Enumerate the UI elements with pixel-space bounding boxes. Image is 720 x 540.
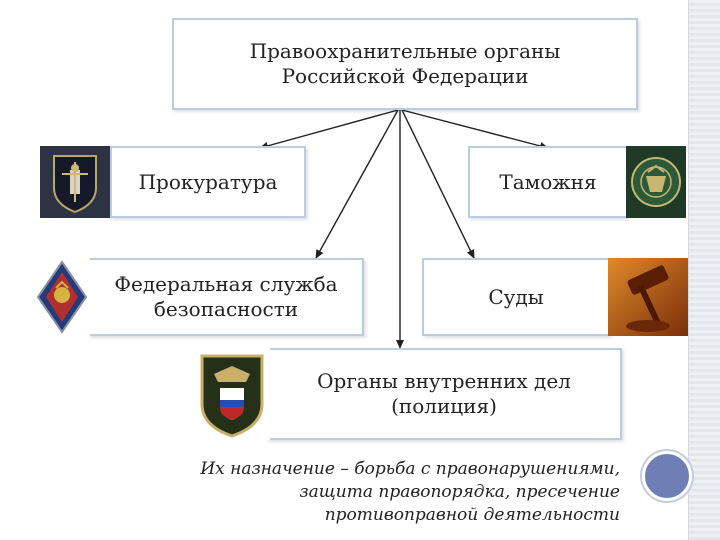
- node-prosecutor: Прокуратура: [110, 146, 306, 218]
- gavel-icon: [608, 258, 688, 336]
- arrow-to-customs: [401, 109, 549, 150]
- arrow-to-fsb: [315, 109, 399, 259]
- node-customs-label: Таможня: [499, 169, 597, 194]
- node-fsb: Федеральная служба безопасности: [88, 258, 364, 336]
- police-emblem-icon: [194, 348, 270, 440]
- arrow-to-courts: [401, 109, 475, 259]
- decor-circle: [642, 451, 692, 501]
- node-courts: Суды: [422, 258, 610, 336]
- slide-decor-band: [688, 0, 720, 540]
- node-courts-label: Суды: [488, 284, 544, 309]
- root-node-label: Правоохранительные органы Российской Фед…: [249, 39, 561, 88]
- node-prosecutor-label: Прокуратура: [138, 169, 278, 194]
- root-node: Правоохранительные органы Российской Фед…: [172, 18, 638, 110]
- customs-emblem-icon: [626, 146, 686, 218]
- fsb-emblem-icon: [34, 258, 90, 336]
- purpose-note: Их назначение – борьба с правонарушениям…: [200, 459, 620, 525]
- node-customs: Таможня: [468, 146, 628, 218]
- node-police-label: Органы внутренних дел (полиция): [317, 369, 571, 418]
- prosecutor-emblem-icon: [40, 146, 110, 218]
- node-police: Органы внутренних дел (полиция): [266, 348, 622, 440]
- node-fsb-label: Федеральная служба безопасности: [114, 272, 338, 321]
- arrow-to-prosecutor: [259, 109, 399, 150]
